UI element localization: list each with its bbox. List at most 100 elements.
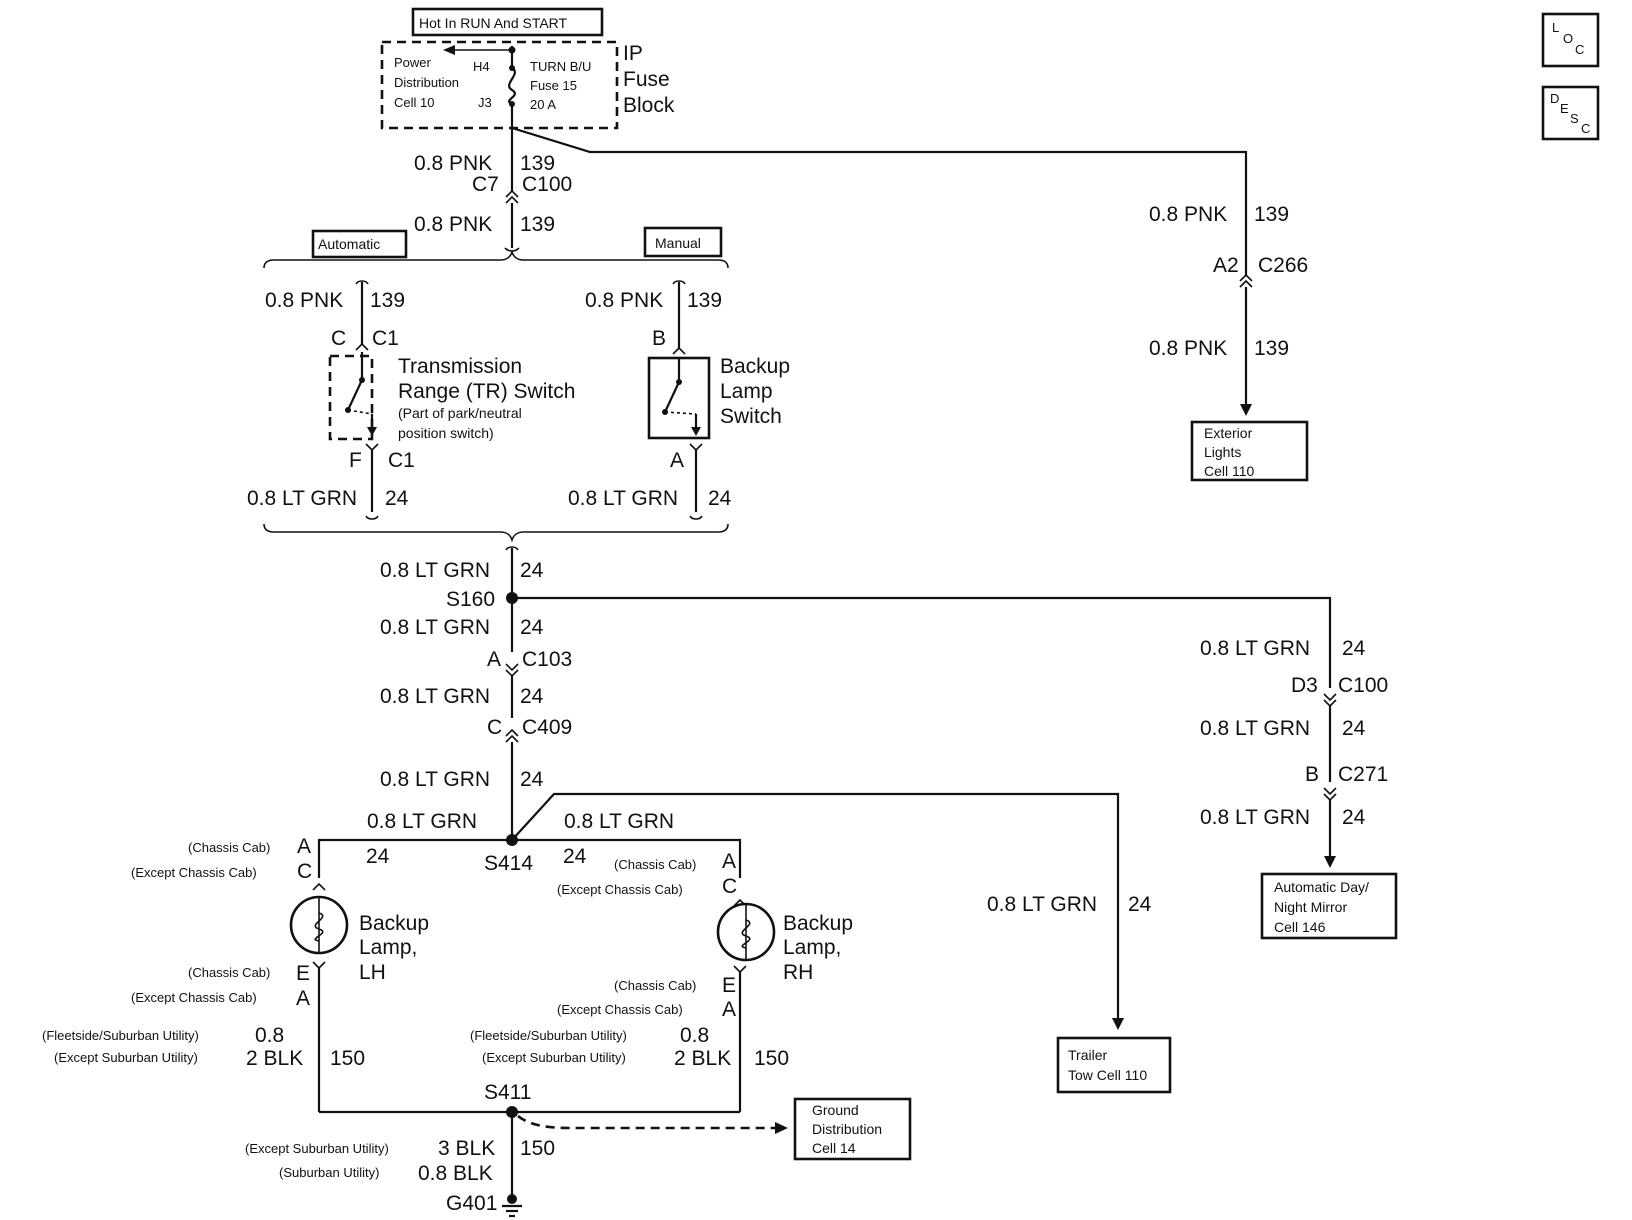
wire-label: 0.8 PNK [585,289,663,312]
wire-label: 0.8 LT GRN [380,559,490,582]
option-label: (Except Chassis Cab) [557,882,683,897]
option-label: (Chassis Cab) [614,857,696,872]
connector-label: C266 [1258,254,1308,277]
wire-label: 0.8 LT GRN [247,487,357,510]
fuse-label-3: 20 A [530,97,556,112]
splice-label: S160 [446,588,495,611]
option-label: (Chassis Cab) [188,965,270,980]
fuse-icon [508,67,516,106]
c103-connector [505,663,519,678]
connector-label: E [722,974,736,997]
wire-label: 0.8 LT GRN [1200,637,1310,660]
component-label: Lamp [720,380,773,403]
svg-text:O: O [1563,31,1573,46]
wire-label: 0.8 LT GRN [1200,806,1310,829]
option-label: (Fleetside/Suburban Utility) [42,1028,199,1043]
exterior-lights-box[interactable] [1190,420,1309,482]
option-label: (Except Chassis Cab) [557,1002,683,1017]
auto-mirror-box[interactable] [1260,872,1398,940]
svg-text:L: L [1552,20,1559,35]
backup-lamp-lh-icon[interactable] [289,895,349,955]
loc-icon[interactable]: L O C [1541,12,1600,68]
hot-label: Hot In RUN And START [419,15,568,31]
component-label: Lamp, [359,936,417,959]
circuit-label: 24 [1342,637,1366,660]
power-dist-label-3: Cell 10 [394,95,434,110]
connector-label: A [296,987,310,1010]
component-label: position switch) [398,425,494,441]
connector-label: A2 [1213,254,1239,277]
connector-label: C100 [1338,674,1388,697]
wire-label: 0.8 LT GRN [380,616,490,639]
circuit-label: 150 [520,1137,555,1160]
power-dist-label-1: Power [394,55,432,70]
wire-label: 0.8 LT GRN [987,893,1097,916]
trailer-tow-box[interactable] [1056,1036,1172,1094]
circuit-label: 139 [687,289,722,312]
circuit-label: 24 [708,487,732,510]
connector-label: A [722,998,736,1021]
component-label: Backup [783,912,853,935]
fuse-block-title-2: Fuse [623,68,670,91]
connector-label: E [296,962,310,985]
power-dist-arrowhead [443,45,455,55]
wire-label: 0.8 LT GRN [1200,717,1310,740]
wire-label: 0.8 LT GRN [568,487,678,510]
ground-distribution-box[interactable] [793,1097,912,1161]
option-label: (Except Chassis Cab) [131,990,257,1005]
component-label: (Part of park/neutral [398,405,522,421]
ref-label: Lights [1204,444,1241,460]
connector-label: B [652,327,666,350]
wire-label: 2 BLK [246,1047,303,1070]
circuit-label: 24 [1342,806,1366,829]
connector-label: C1 [372,327,399,350]
splice-label: S411 [484,1081,532,1104]
connector-label: C [487,716,502,739]
connector-label: D3 [1291,674,1318,697]
connector-label: C1 [388,449,415,472]
option-label: (Except Chassis Cab) [131,865,257,880]
connector-label: A [722,850,736,873]
pin-h4: H4 [473,59,490,74]
desc-icon[interactable]: D E S C [1541,85,1600,141]
wire-label: 0.8 PNK [1149,203,1227,226]
wire-label: 0.8 LT GRN [564,810,674,833]
circuit-label: 24 [563,845,587,868]
option-label: (Except Suburban Utility) [245,1141,389,1156]
circuit-label: 150 [754,1047,789,1070]
wire-label: 2 BLK [674,1047,731,1070]
connector-label: B [1305,763,1319,786]
manual-option-box [643,226,723,258]
ref-label: Exterior [1204,425,1253,441]
svg-text:E: E [1560,101,1569,116]
option-brace-bottom [263,523,729,543]
svg-text:C: C [1575,42,1584,57]
svg-text:D: D [1550,91,1559,106]
ref-label: Night Mirror [1274,899,1347,915]
connector-label: C100 [522,173,572,196]
c266-connector [1239,273,1253,288]
circuit-label: 139 [370,289,405,312]
circuit-label: 139 [1254,337,1289,360]
backup-lamp-rh-icon[interactable] [716,902,776,962]
fuse-block-outline [380,40,619,130]
wire-label: 0.8 PNK [414,213,492,236]
splice-label: S414 [484,852,533,875]
wire-label: 0.8 PNK [414,152,492,175]
ground-label: G401 [446,1192,497,1215]
pin-j3: J3 [478,95,492,110]
connector-label: C [722,875,737,898]
component-label: RH [783,961,813,984]
wire-label: 3 BLK [438,1137,495,1160]
tr-switch-outline [328,354,374,441]
ref-label: Cell 14 [812,1140,856,1156]
c100-d3-connector [1323,693,1337,708]
backup-switch-icon [662,358,701,436]
wire-label: 0.8 PNK [265,289,343,312]
component-label: Backup [720,355,790,378]
option-label: Manual [655,235,701,251]
connector-label: A [670,449,684,472]
option-label: (Chassis Cab) [614,978,696,993]
c271-connector [1323,787,1337,802]
